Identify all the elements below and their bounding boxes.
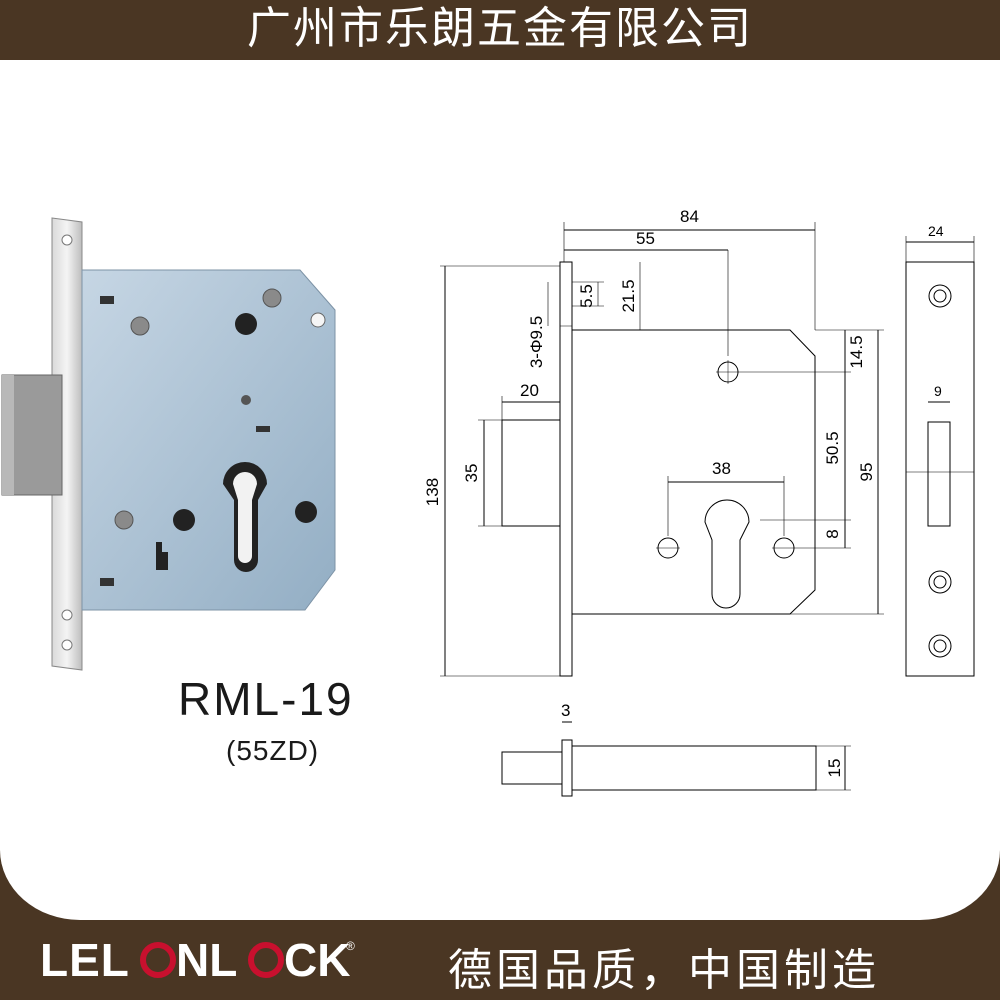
dim-21-5: 21.5 (619, 279, 638, 312)
dim-84: 84 (680, 207, 699, 226)
dim-9: 9 (934, 383, 942, 399)
faceplate-front (559, 261, 573, 677)
dim-138: 138 (423, 478, 442, 506)
dim-8: 8 (823, 529, 842, 538)
svg-text:CK: CK (284, 934, 350, 986)
dim-14-5: 14.5 (847, 335, 866, 368)
lock-body-outline (571, 329, 816, 615)
svg-text:NL: NL (176, 934, 237, 986)
bottom-view-body (571, 745, 817, 791)
dim-3: 3 (561, 701, 570, 720)
dim-50-5: 50.5 (823, 431, 842, 464)
footer-band (0, 920, 1000, 1000)
bottom-view-bolt (501, 751, 563, 785)
dim-5-5: 5.5 (577, 284, 596, 308)
svg-text:®: ® (346, 939, 355, 953)
company-name: 广州市乐朗五金有限公司 (247, 3, 753, 54)
header-band (0, 0, 1000, 60)
slogan: 德国品质，中国制造 (448, 945, 880, 996)
dim-24: 24 (928, 223, 944, 239)
faceplate-side (905, 261, 975, 677)
svg-text:LEL: LEL (40, 934, 130, 986)
dim-20: 20 (520, 381, 539, 400)
lock-photo (1, 217, 336, 671)
model-variant: (55ZD) (226, 735, 320, 766)
dim-55: 55 (636, 229, 655, 248)
dim-35: 35 (462, 464, 481, 483)
bottom-view-plate (561, 739, 573, 797)
model-number: RML-19 (178, 673, 354, 725)
dim-15: 15 (825, 759, 844, 778)
dim-95: 95 (857, 463, 876, 482)
dim-38: 38 (712, 459, 731, 478)
brand-logo: LEL NL CK ® (40, 930, 360, 990)
technical-drawing: 84 55 20 38 24 9 3 138 35 5.5 21.5 3-Φ9.… (423, 207, 975, 797)
dim-3-phi: 3-Φ9.5 (527, 316, 546, 368)
bolt-outline (501, 419, 561, 527)
